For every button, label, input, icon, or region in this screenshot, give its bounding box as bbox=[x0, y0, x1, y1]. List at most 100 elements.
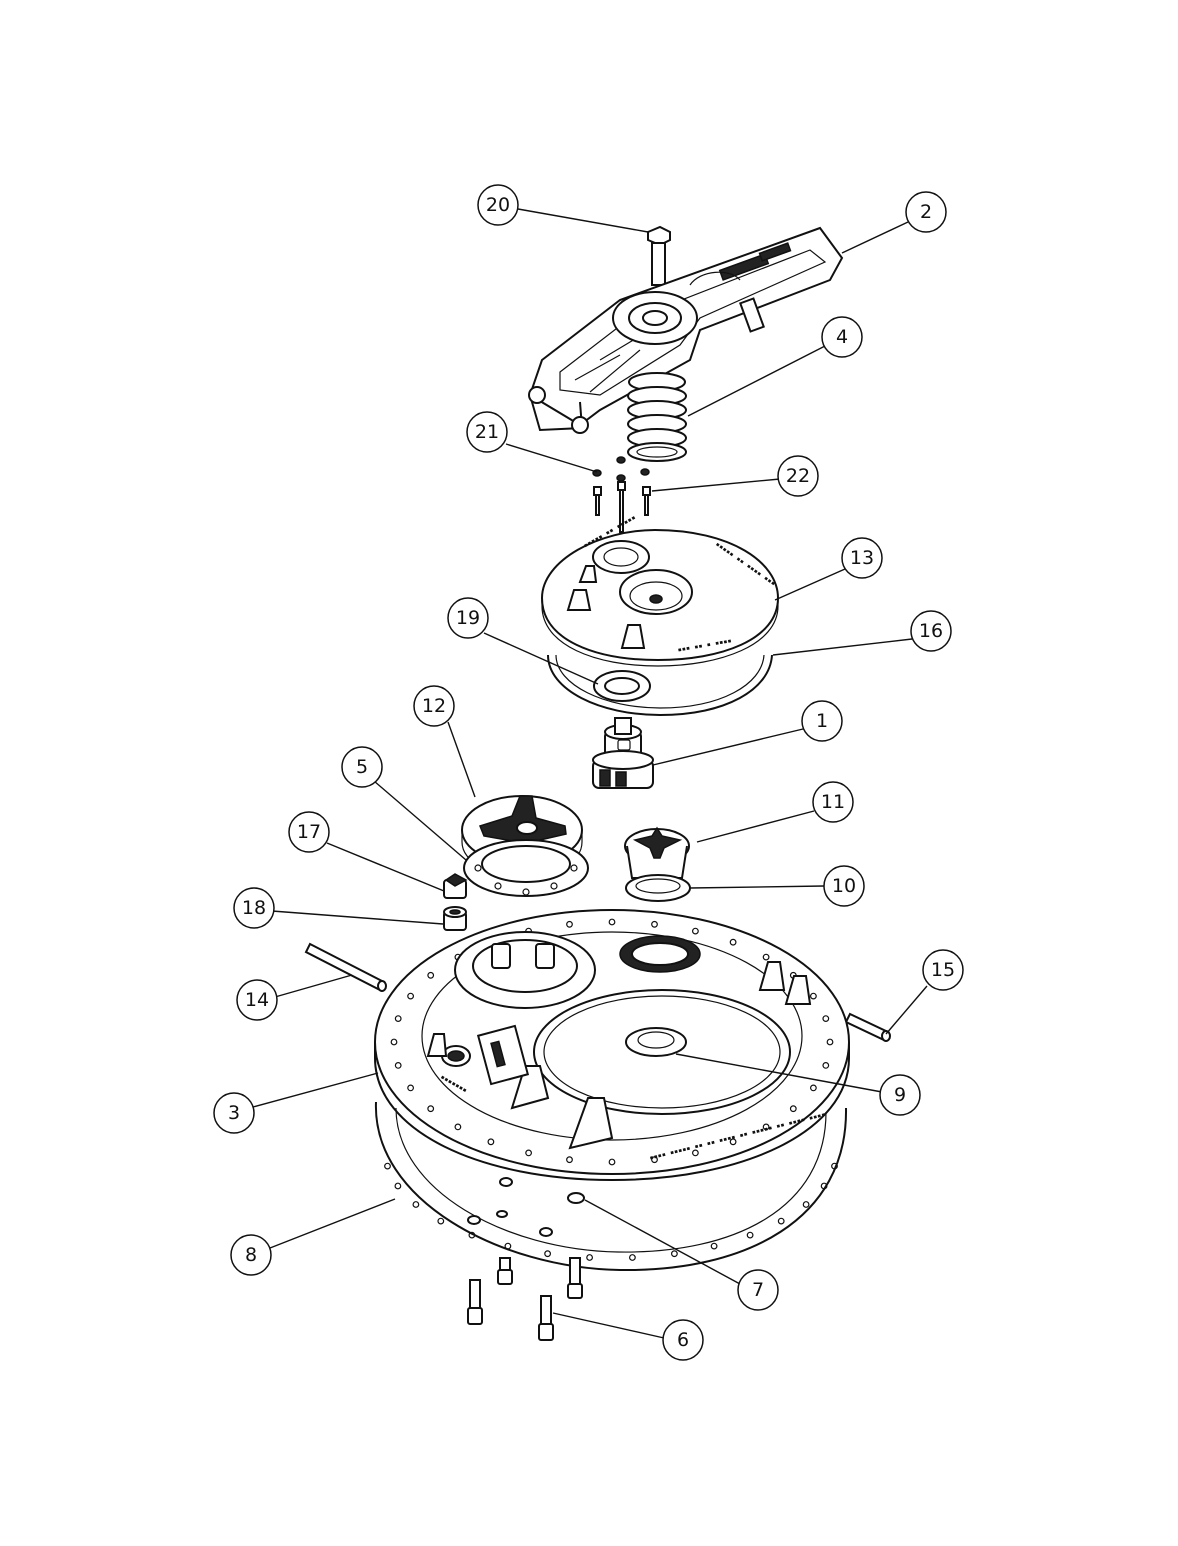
bolt-hole bbox=[394, 1182, 402, 1190]
balloon-7: 7 bbox=[737, 1269, 779, 1311]
svg-text:4: 4 bbox=[836, 326, 848, 348]
svg-text:10: 10 bbox=[832, 875, 856, 897]
bolt-hole bbox=[810, 992, 817, 1000]
svg-text:15: 15 bbox=[931, 959, 955, 981]
part-1-valve-cartridge bbox=[592, 717, 654, 789]
bolt-hole bbox=[544, 1250, 551, 1258]
bolt-hole bbox=[504, 1242, 512, 1250]
balloon-9: 9 bbox=[879, 1074, 921, 1116]
balloon-17: 17 bbox=[288, 811, 330, 853]
bolt-hole bbox=[692, 927, 699, 935]
bolt-hole bbox=[525, 1149, 532, 1157]
balloon-16: 16 bbox=[910, 610, 952, 652]
svg-text:5: 5 bbox=[356, 756, 368, 778]
part-16-gasket-ring bbox=[547, 654, 773, 717]
svg-text:20: 20 bbox=[486, 194, 510, 216]
bolt-hole bbox=[710, 1242, 718, 1250]
balloon-13: 13 bbox=[841, 537, 883, 579]
balloon-12: 12 bbox=[413, 685, 455, 727]
balloon-21: 21 bbox=[466, 411, 508, 453]
balloon-6: 6 bbox=[662, 1319, 704, 1361]
balloon-3: 3 bbox=[213, 1092, 255, 1134]
bolt-hole bbox=[394, 1015, 402, 1022]
bolt-hole bbox=[407, 992, 415, 1000]
part-15-pin bbox=[844, 1012, 891, 1042]
svg-text:17: 17 bbox=[297, 821, 321, 843]
part-22-cap-screws bbox=[593, 481, 651, 533]
part-8-base-gasket bbox=[374, 1101, 848, 1272]
bolt-hole bbox=[427, 971, 435, 979]
bolt-hole bbox=[651, 920, 658, 928]
part-21-lock-washers bbox=[592, 456, 650, 482]
svg-text:16: 16 bbox=[919, 620, 943, 642]
part-19-small-gasket bbox=[593, 670, 651, 702]
part-11-vent-cap bbox=[624, 826, 690, 879]
part-14-pin bbox=[304, 942, 387, 992]
bolt-hole bbox=[822, 1015, 830, 1022]
bolt-hole bbox=[820, 1182, 828, 1190]
part-7-washers bbox=[467, 1177, 585, 1237]
balloon-22: 22 bbox=[777, 455, 819, 497]
balloon-20: 20 bbox=[477, 184, 519, 226]
bolt-hole bbox=[407, 1084, 415, 1092]
svg-text:3: 3 bbox=[228, 1102, 240, 1124]
bolt-hole bbox=[692, 1149, 699, 1157]
part-5-flange-gasket bbox=[463, 839, 589, 897]
bolt-hole bbox=[566, 1156, 573, 1164]
svg-text:21: 21 bbox=[475, 421, 499, 443]
svg-text:2: 2 bbox=[920, 201, 932, 223]
bolt-hole bbox=[826, 1038, 834, 1046]
bolt-hole bbox=[394, 1061, 402, 1069]
part-4-spring bbox=[627, 372, 687, 462]
part-10-ring-seal bbox=[625, 874, 691, 902]
bolt-hole bbox=[789, 1105, 797, 1113]
svg-text:12: 12 bbox=[422, 695, 446, 717]
balloon-11: 11 bbox=[812, 781, 854, 823]
bolt-hole bbox=[427, 1105, 435, 1113]
bolt-hole bbox=[468, 1231, 476, 1239]
bolt-hole bbox=[810, 1084, 817, 1092]
svg-text:8: 8 bbox=[245, 1244, 257, 1266]
part-18-bushing bbox=[443, 906, 467, 931]
svg-text:13: 13 bbox=[850, 547, 874, 569]
part-3-main-flange: ▪▪▪▪ ▪▪▪▪▪ ▪▪ ▪▪ ▪▪▪▪ ▪▪ ▪▪▪▪▪ ▪▪ ▪▪▪▪ ▪… bbox=[374, 909, 850, 1182]
bolt-hole bbox=[412, 1201, 420, 1208]
svg-text:11: 11 bbox=[821, 791, 845, 813]
part-13-cover-plate: ▪▪▪▪▪ ▪▪ ▪▪▪▪▪ ▪▪▪▪▪ ▪▪ ▪▪▪▪ ▪▪▪ ▪▪▪ ▪▪ … bbox=[540, 513, 780, 667]
balloon-14: 14 bbox=[236, 979, 278, 1021]
bolt-hole bbox=[762, 1123, 770, 1131]
bolt-hole bbox=[822, 1061, 830, 1069]
bolt-hole bbox=[777, 1217, 785, 1225]
bolt-hole bbox=[831, 1162, 838, 1170]
bolt-hole bbox=[629, 1254, 636, 1261]
svg-text:19: 19 bbox=[456, 607, 480, 629]
bolt-hole bbox=[566, 920, 573, 928]
part-17-plug bbox=[443, 873, 468, 899]
balloon-15: 15 bbox=[922, 949, 964, 991]
svg-text:7: 7 bbox=[752, 1279, 764, 1301]
bolt-hole bbox=[802, 1201, 810, 1208]
leader-lines bbox=[252, 208, 928, 1339]
svg-text:14: 14 bbox=[245, 989, 269, 1011]
bolt-hole bbox=[746, 1231, 754, 1239]
item-balloons: 20 2 4 21 22 13 19 16 12 1 5 11 17 10 18… bbox=[213, 184, 964, 1361]
bolt-hole bbox=[384, 1162, 391, 1170]
bolt-hole bbox=[651, 1156, 658, 1164]
bolt-hole bbox=[729, 1138, 737, 1146]
bolt-hole bbox=[437, 1217, 445, 1225]
svg-text:6: 6 bbox=[677, 1329, 689, 1351]
balloon-19: 19 bbox=[447, 597, 489, 639]
balloon-1: 1 bbox=[801, 700, 843, 742]
bolt-hole bbox=[671, 1250, 678, 1258]
bolt-hole bbox=[390, 1038, 398, 1046]
balloon-8: 8 bbox=[230, 1234, 272, 1276]
part-20-hex-bolt bbox=[647, 225, 671, 286]
balloon-4: 4 bbox=[821, 316, 863, 358]
bolt-hole bbox=[762, 953, 770, 961]
balloon-10: 10 bbox=[823, 865, 865, 907]
part-6-bolts bbox=[467, 1257, 583, 1341]
bolt-hole bbox=[487, 1138, 495, 1146]
balloon-2: 2 bbox=[905, 191, 947, 233]
bolt-hole bbox=[454, 1123, 462, 1131]
